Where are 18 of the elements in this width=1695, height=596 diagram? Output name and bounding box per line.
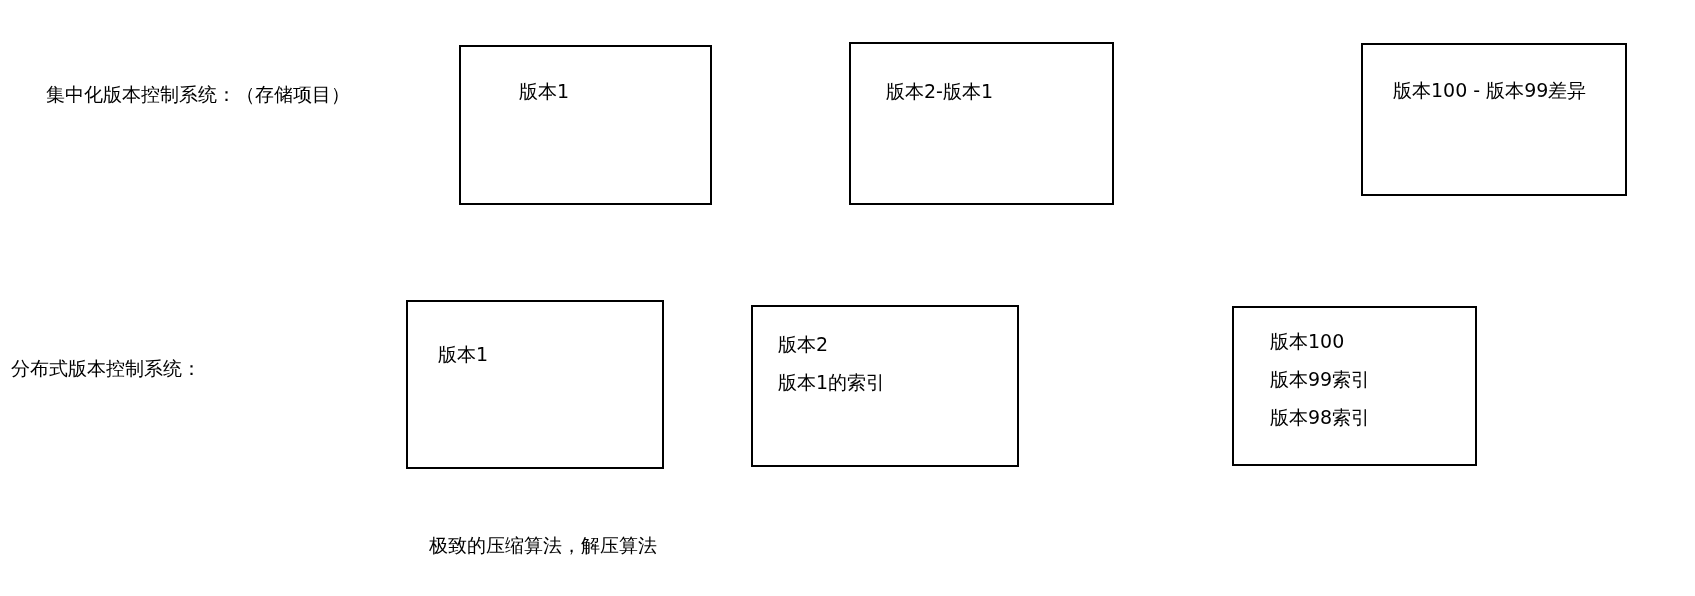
note-text: 极致的压缩算法，解压算法 (429, 533, 657, 558)
box-text: 版本100 - 版本99差异 (1393, 78, 1588, 102)
box-text: 版本1 (438, 342, 490, 366)
box-text: 版本99索引 (1270, 367, 1372, 391)
box-text: 版本2 (778, 332, 830, 356)
version-box (459, 45, 712, 205)
note-text: 分布式版本控制系统： (11, 356, 201, 381)
version-box (406, 300, 664, 469)
version-box (751, 305, 1019, 467)
version-box (849, 42, 1114, 205)
version-box (1361, 43, 1627, 196)
version-box (1232, 306, 1477, 466)
box-text: 版本1的索引 (778, 370, 887, 394)
box-text: 版本1 (519, 79, 571, 103)
box-text: 版本98索引 (1270, 405, 1372, 429)
box-text: 版本100 (1270, 329, 1346, 353)
note-text: 集中化版本控制系统：（存储项目） (46, 82, 350, 107)
box-text: 版本2-版本1 (886, 79, 995, 103)
